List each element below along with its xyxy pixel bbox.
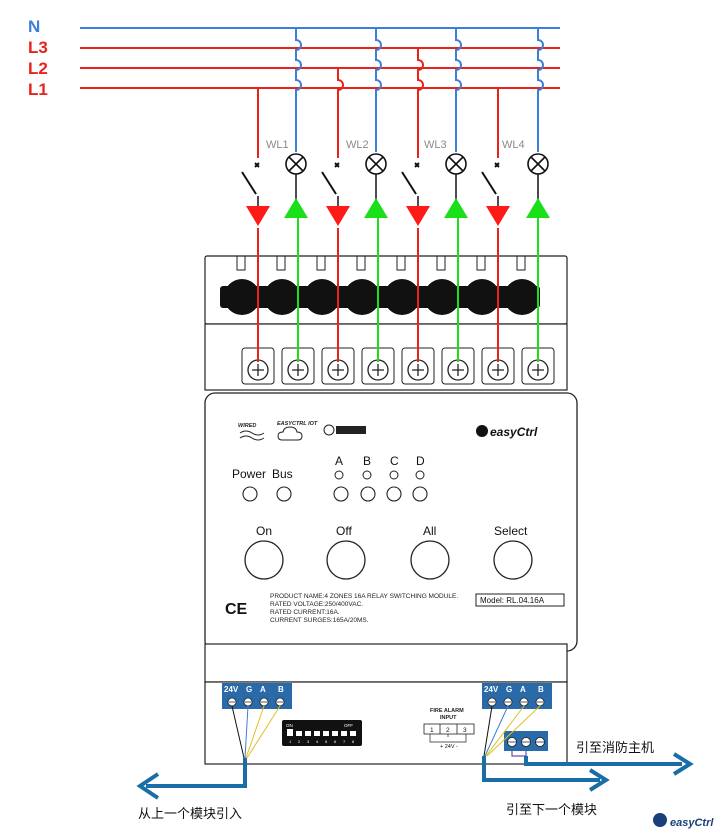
annotation-to-fire-host: 引至消防主机 — [576, 740, 654, 756]
svg-text:OFF: OFF — [344, 723, 353, 728]
svg-text:ON: ON — [286, 723, 293, 728]
lamp-icons — [285, 153, 549, 175]
svg-text:1: 1 — [289, 739, 292, 744]
svg-text:easyCtrl: easyCtrl — [490, 425, 538, 439]
svg-text:INPUT: INPUT — [440, 715, 457, 721]
model-box — [475, 593, 565, 607]
svg-text:B: B — [278, 685, 284, 694]
logo-snowflake-icon — [323, 424, 366, 436]
bus-led — [276, 486, 292, 502]
label-l2: L2 — [28, 59, 48, 78]
switch-icons — [241, 162, 500, 195]
logo-easyctrl-iot: EASYCTRL IOT — [277, 421, 318, 441]
model-label: Model: RL.04.16A — [480, 596, 545, 605]
svg-text:easyCtrl: easyCtrl — [670, 817, 714, 829]
svg-text:2: 2 — [298, 739, 301, 744]
logo-wired: WIRED — [238, 423, 265, 441]
bus-terminal-right: 24V G A B — [482, 683, 552, 709]
indicator-label-bus: Bus — [272, 467, 293, 481]
power-led — [242, 486, 258, 502]
svg-text:A: A — [260, 685, 266, 694]
logo-easyctrl-brand: easyCtrl — [476, 425, 538, 439]
all-button-label: All — [423, 524, 436, 538]
load-label-wl1: WL1 — [266, 139, 289, 151]
load-label-wl2: WL2 — [346, 139, 369, 151]
on-button-label: On — [256, 524, 272, 538]
ce-mark: CE — [225, 601, 248, 618]
channel-label-a: A — [335, 454, 343, 468]
arrow-right-next-icon — [588, 768, 610, 792]
load-label-wl4: WL4 — [502, 139, 525, 151]
bus-wires-right — [483, 705, 541, 757]
svg-text:5: 5 — [325, 739, 328, 744]
off-button-label: Off — [336, 524, 352, 538]
svg-text:24V: 24V — [224, 685, 239, 694]
svg-text:WIRED: WIRED — [238, 423, 256, 429]
spec-line-3: RATED CURRENT:16A. — [270, 609, 340, 616]
svg-text:G: G — [506, 685, 512, 694]
arrow-right-fire-icon — [672, 752, 694, 776]
svg-text:24V: 24V — [484, 685, 499, 694]
fire-host-terminal — [504, 731, 548, 757]
svg-text:7: 7 — [343, 739, 346, 744]
svg-text:6: 6 — [334, 739, 337, 744]
brand-watermark: easyCtrl — [653, 813, 714, 829]
channel-label-c: C — [390, 454, 399, 468]
dip-switch[interactable]: ON OFF 1 2 3 4 5 6 7 8 — [282, 720, 362, 746]
svg-text:+ 24V -: + 24V - — [440, 744, 458, 750]
svg-text:EASYCTRL IOT: EASYCTRL IOT — [277, 421, 318, 427]
annotation-from-previous: 从上一个模块引入 — [138, 807, 242, 822]
spec-line-1: PRODUCT NAME:4 ZONES 16A RELAY SWITCHING… — [270, 593, 458, 600]
indicator-label-power: Power — [232, 467, 266, 481]
bus-terminal-left: 24V G A B — [222, 683, 292, 709]
bus-wires-left — [231, 705, 281, 759]
off-button[interactable] — [326, 540, 366, 580]
svg-text:4: 4 — [316, 739, 319, 744]
all-button[interactable] — [410, 540, 450, 580]
channel-status-leds — [334, 470, 425, 480]
svg-text:FIRE ALARM: FIRE ALARM — [430, 708, 464, 714]
on-button[interactable] — [244, 540, 284, 580]
svg-text:G: G — [246, 685, 252, 694]
channel-label-d: D — [416, 454, 425, 468]
label-l1: L1 — [28, 80, 48, 99]
svg-text:3: 3 — [307, 739, 310, 744]
svg-text:1: 1 — [430, 727, 434, 734]
select-button[interactable] — [493, 540, 533, 580]
channel-label-b: B — [363, 454, 371, 468]
svg-text:2: 2 — [446, 727, 450, 734]
spec-line-2: RATED VOLTAGE:250/400VAC. — [270, 601, 363, 608]
load-label-wl3: WL3 — [424, 139, 447, 151]
spec-line-4: CURRENT SURGES:165A/20MS. — [270, 617, 369, 624]
svg-text:3: 3 — [463, 727, 467, 734]
label-l3: L3 — [28, 38, 48, 57]
zone-circuits — [257, 28, 544, 158]
flow-arrows — [246, 174, 550, 226]
fire-alarm-input: FIRE ALARM INPUT 1 2 3 + 24V - — [423, 708, 475, 750]
svg-text:A: A — [520, 685, 526, 694]
select-button-label: Select — [494, 524, 528, 538]
arrow-left-icon — [136, 772, 160, 800]
label-n: N — [28, 17, 40, 36]
bus-flow-arrows — [146, 756, 682, 788]
channel-buttons[interactable] — [333, 486, 428, 502]
svg-text:8: 8 — [352, 739, 355, 744]
svg-text:B: B — [538, 685, 544, 694]
annotation-to-next: 引至下一个模块 — [506, 803, 597, 818]
